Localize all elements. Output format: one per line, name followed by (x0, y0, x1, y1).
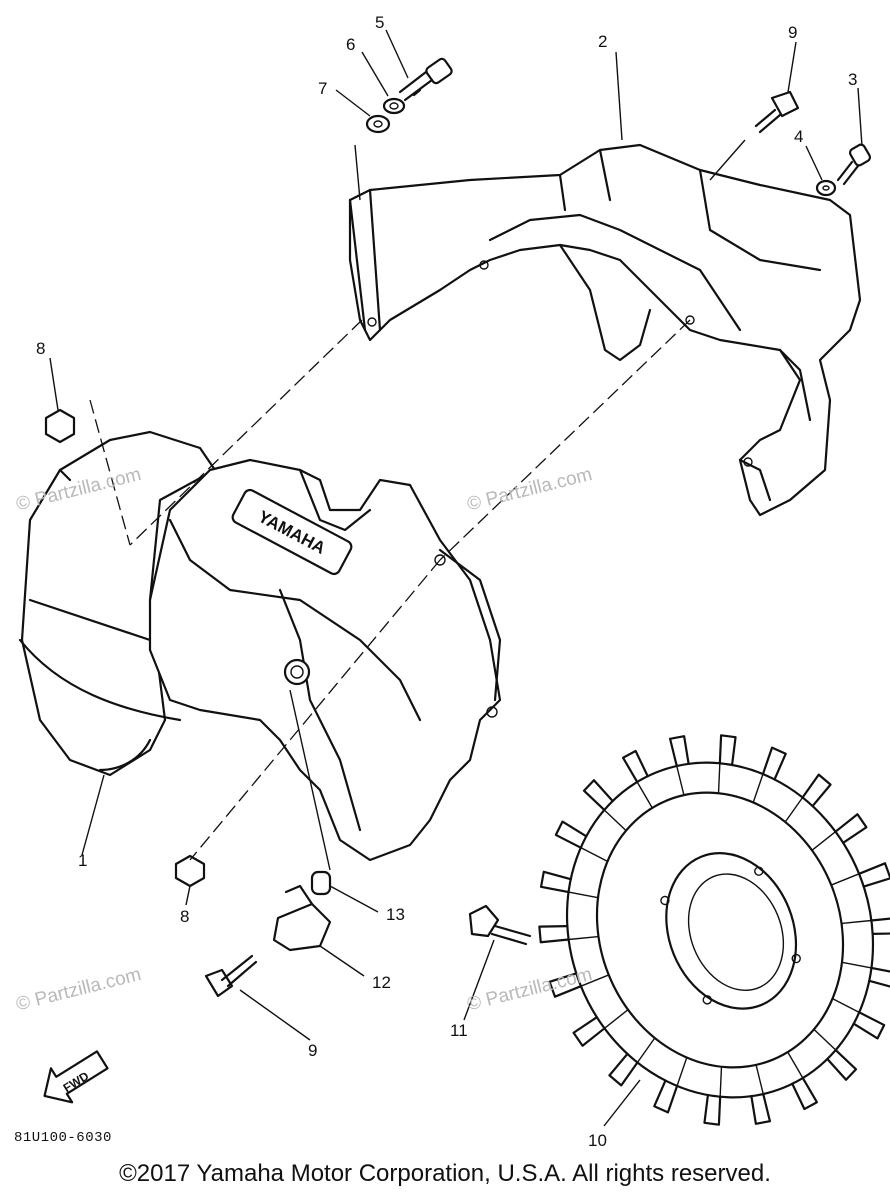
callout-10: 10 (588, 1131, 607, 1150)
callout-4: 4 (794, 127, 803, 146)
fan-fin (870, 916, 890, 935)
fan-rib (604, 1009, 629, 1029)
fan-rib (811, 831, 836, 851)
callout-5: 5 (375, 13, 384, 32)
fan-fin (868, 966, 890, 990)
fan-rib (841, 961, 872, 969)
fan-fin (621, 749, 649, 784)
fan-rib (580, 974, 610, 987)
fan-fin (791, 1076, 819, 1111)
fan-rib (580, 847, 608, 862)
fan-rib (755, 1064, 764, 1095)
fan-rib (832, 998, 860, 1013)
fan-fin (703, 1093, 722, 1126)
washer-7 (365, 114, 391, 134)
fan-rib (787, 1051, 804, 1079)
flywheel-fan (538, 734, 890, 1126)
clamp-12 (272, 884, 332, 952)
callout-3: 3 (848, 70, 857, 89)
fan-fin (668, 735, 690, 768)
fan-fin (857, 862, 890, 888)
fan-rib (603, 809, 627, 832)
fwd-arrow-icon (43, 1050, 109, 1104)
fan-rib (784, 797, 804, 823)
callout-2: 2 (598, 32, 607, 51)
washer-4 (815, 179, 837, 197)
fan-rib (676, 1057, 688, 1087)
fan-rib (636, 1037, 656, 1063)
blower-housing (18, 458, 502, 862)
fan-rib (841, 919, 872, 925)
fan-rib (830, 873, 860, 886)
fan-fin (852, 1011, 886, 1040)
bolt-11 (468, 904, 532, 946)
diagram-code: 81U100-6030 (14, 1130, 112, 1146)
fan-fin (538, 925, 570, 944)
fan-rib (568, 935, 599, 941)
bolt-9-upper (754, 90, 800, 134)
fan-rib (568, 891, 599, 899)
callout-8-lower: 8 (180, 907, 189, 926)
screw-3 (836, 143, 872, 186)
fan-fin (834, 813, 868, 844)
fan-fin (539, 870, 572, 894)
callout-9-lower: 9 (308, 1041, 317, 1060)
fan-rib (752, 773, 764, 803)
fan-fin (608, 1052, 639, 1087)
fan-fin (761, 746, 787, 781)
fan-fin (718, 734, 737, 767)
fan-fin (801, 773, 832, 808)
fan-fin (572, 1016, 606, 1047)
fan-rib (813, 1028, 837, 1051)
callout-6: 6 (346, 35, 355, 54)
callout-9-upper: 9 (788, 23, 797, 42)
callout-1: 1 (78, 851, 87, 870)
copyright-notice: ©2017 Yamaha Motor Corporation, U.S.A. A… (119, 1160, 771, 1187)
nut-8-upper (44, 408, 76, 444)
fan-rib (719, 1066, 723, 1097)
fan-fin (548, 972, 583, 998)
fan-rib (676, 765, 685, 796)
fan-fin (750, 1092, 772, 1125)
washer-6 (382, 97, 406, 115)
bolt-9-lower (204, 954, 258, 998)
callout-8-upper: 8 (36, 339, 45, 358)
callout-13: 13 (386, 905, 405, 924)
fan-fin (826, 1048, 858, 1081)
callout-7: 7 (318, 79, 327, 98)
fan-fin (554, 820, 588, 849)
fan-fin (653, 1079, 679, 1114)
collar-13 (310, 870, 332, 896)
callout-11: 11 (450, 1021, 468, 1040)
fan-rib (717, 763, 721, 794)
fan-fin (582, 779, 614, 812)
nut-8-lower (174, 854, 206, 888)
bolt-5 (398, 57, 453, 102)
fan-rib (636, 781, 653, 809)
callout-12: 12 (372, 973, 391, 992)
upper-shroud (348, 143, 862, 517)
